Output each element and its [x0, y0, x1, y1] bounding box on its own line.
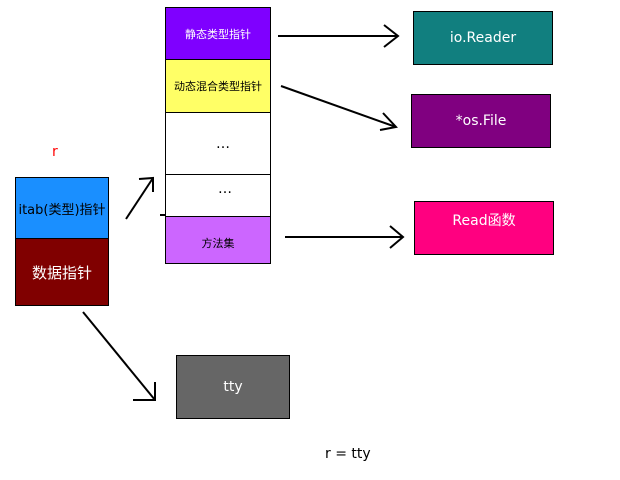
itab-row-label: 动态混合类型指针	[174, 80, 262, 93]
itab-row-method-set: 方法集	[165, 216, 271, 264]
arrow-itab-to-table	[125, 176, 154, 220]
dynamic-type-target: *os.File	[411, 94, 551, 148]
data-pointer-label: 数据指针	[31, 263, 92, 282]
data-label: tty	[223, 379, 243, 395]
data-pointer-cell: 数据指针	[15, 238, 109, 306]
itab-row-dynamic-type: 动态混合类型指针	[165, 59, 271, 113]
assignment-caption: r = tty	[325, 446, 371, 462]
itab-row-label: 静态类型指针	[185, 27, 251, 41]
arrow-dynamic-to-file	[280, 85, 398, 131]
static-type-label: io.Reader	[449, 30, 517, 46]
itab-row-ellipsis-2: …	[165, 174, 271, 217]
itab-pointer-cell: itab(类型)指针	[15, 177, 109, 239]
data-target: tty	[176, 355, 290, 419]
variable-label: r	[52, 144, 58, 160]
itab-row-ellipsis-1: …	[165, 112, 271, 175]
itab-row-static-type: 静态类型指针	[165, 7, 271, 60]
itab-row-label: …	[216, 135, 230, 152]
arrow-data-to-tty	[82, 311, 156, 401]
method-label: Read函数	[452, 213, 516, 229]
static-type-target: io.Reader	[413, 11, 553, 65]
itab-row-label: …	[218, 181, 232, 197]
method-target: Read函数	[414, 201, 554, 255]
itab-pointer-label: itab(类型)指针	[18, 202, 106, 218]
itab-row-label: 方法集	[201, 237, 235, 250]
arrow-static-to-reader	[278, 24, 400, 48]
dynamic-type-label: *os.File	[455, 113, 507, 129]
arrow-methods-to-read	[285, 225, 405, 249]
